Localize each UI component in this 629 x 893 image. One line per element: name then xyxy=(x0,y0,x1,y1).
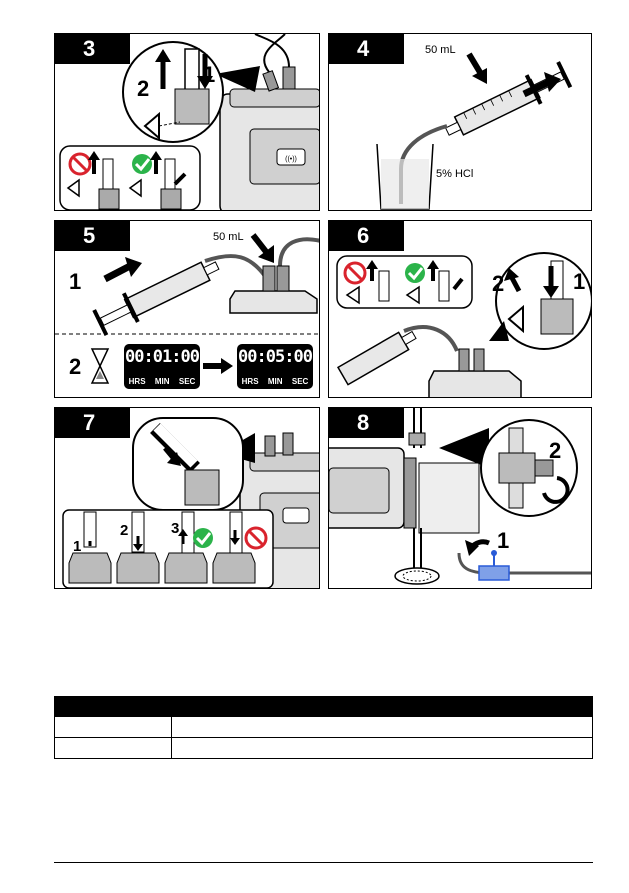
timer-unit-hrs: HRS xyxy=(128,377,146,386)
step-7-sub1: 1 xyxy=(73,538,82,555)
valve-icon xyxy=(478,565,510,581)
step-3-label-b: 1 xyxy=(203,62,216,87)
check-icon xyxy=(132,154,152,174)
step-5-panel: 5 50 mL 1 2 00:01:00 HRS xyxy=(54,220,320,398)
step-4-number: 4 xyxy=(329,34,404,64)
step-4-volume-label: 50 mL xyxy=(425,44,456,56)
table-header-cell xyxy=(171,696,593,717)
step-8-illustration xyxy=(329,408,591,585)
step-8-number: 8 xyxy=(329,408,404,438)
step-8-sub1: 2 xyxy=(549,438,562,463)
step-7-sub2: 2 xyxy=(120,522,129,539)
drain-icon xyxy=(394,567,440,585)
step-6-panel: 6 2 1 xyxy=(328,220,592,398)
timer-start-value: 00:01:00 xyxy=(125,347,200,367)
timer-unit-sec: SEC xyxy=(291,377,309,386)
step-6-sub1: 2 xyxy=(492,271,505,296)
step-8-sub2: 1 xyxy=(497,528,510,553)
timer-unit-min: MIN xyxy=(267,377,283,386)
timer-end-display: 00:05:00 HRS MIN SEC xyxy=(237,344,313,389)
step-4-beaker-label: 5% HCl xyxy=(436,168,474,180)
step-4-illustration xyxy=(376,52,573,210)
step-7-illustration xyxy=(62,417,319,588)
step-8-panel: 8 2 1 xyxy=(328,407,592,589)
step-5-number: 5 xyxy=(55,221,130,251)
step-5-sub2: 2 xyxy=(69,354,82,379)
table-cell xyxy=(54,737,172,759)
step-3-illustration: ((•)) xyxy=(59,34,319,210)
check-icon xyxy=(405,263,425,283)
step-4-panel: 4 50 mL 5% HCl xyxy=(328,33,592,211)
table-header-cell xyxy=(54,696,172,717)
reference-table xyxy=(54,696,593,759)
footer-rule xyxy=(54,862,593,863)
timer-start-display: 00:01:00 HRS MIN SEC xyxy=(124,344,200,389)
table-cell xyxy=(171,716,593,738)
step-7-number: 7 xyxy=(55,408,130,438)
step-5-sub1: 1 xyxy=(69,269,82,294)
table-cell xyxy=(171,737,593,759)
hourglass-icon xyxy=(90,348,110,384)
table-header-row xyxy=(54,696,593,717)
step-5-volume-label: 50 mL xyxy=(213,231,244,243)
svg-text:((•)): ((•)) xyxy=(285,156,297,163)
step-7-panel: 7 xyxy=(54,407,320,589)
step-3-label-a: 2 xyxy=(137,76,150,101)
step-6-number: 6 xyxy=(329,221,404,251)
step-6-illustration xyxy=(336,252,591,397)
table-cell xyxy=(54,716,172,738)
table-row xyxy=(54,716,593,738)
step-7-sub3: 3 xyxy=(171,520,180,537)
timer-unit-hrs: HRS xyxy=(241,377,259,386)
step-5-illustration xyxy=(55,233,319,384)
step-3-panel: 3 ((•)) xyxy=(54,33,320,211)
timer-unit-sec: SEC xyxy=(178,377,196,386)
table-row xyxy=(54,737,593,759)
timer-end-value: 00:05:00 xyxy=(238,347,313,367)
check-icon xyxy=(193,528,213,548)
step-3-number: 3 xyxy=(55,34,130,64)
timer-unit-min: MIN xyxy=(154,377,170,386)
step-6-sub2: 1 xyxy=(573,269,586,294)
